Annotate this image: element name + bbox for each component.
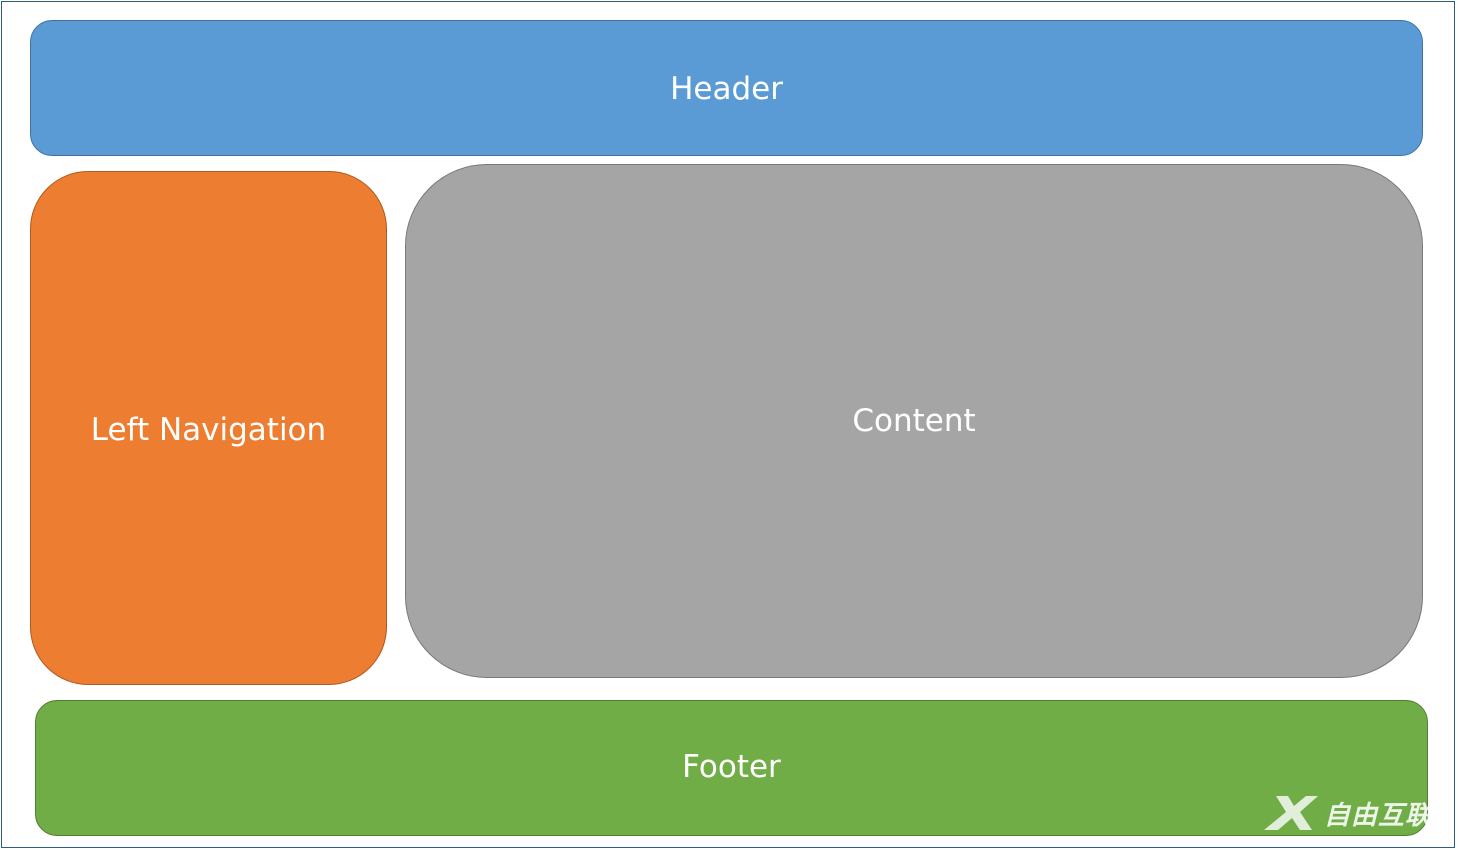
left-navigation-block: Left Navigation <box>30 171 387 685</box>
watermark: 自由互联 <box>1262 792 1428 834</box>
content-label: Content <box>852 403 976 439</box>
footer-label: Footer <box>682 749 781 785</box>
x-logo-icon <box>1264 796 1318 830</box>
content-block: Content <box>405 164 1423 678</box>
left-navigation-label: Left Navigation <box>90 412 327 448</box>
header-label: Header <box>670 71 783 107</box>
footer-block: Footer <box>35 700 1428 836</box>
header-block: Header <box>30 20 1423 156</box>
watermark-text: 自由互联 <box>1324 800 1428 831</box>
